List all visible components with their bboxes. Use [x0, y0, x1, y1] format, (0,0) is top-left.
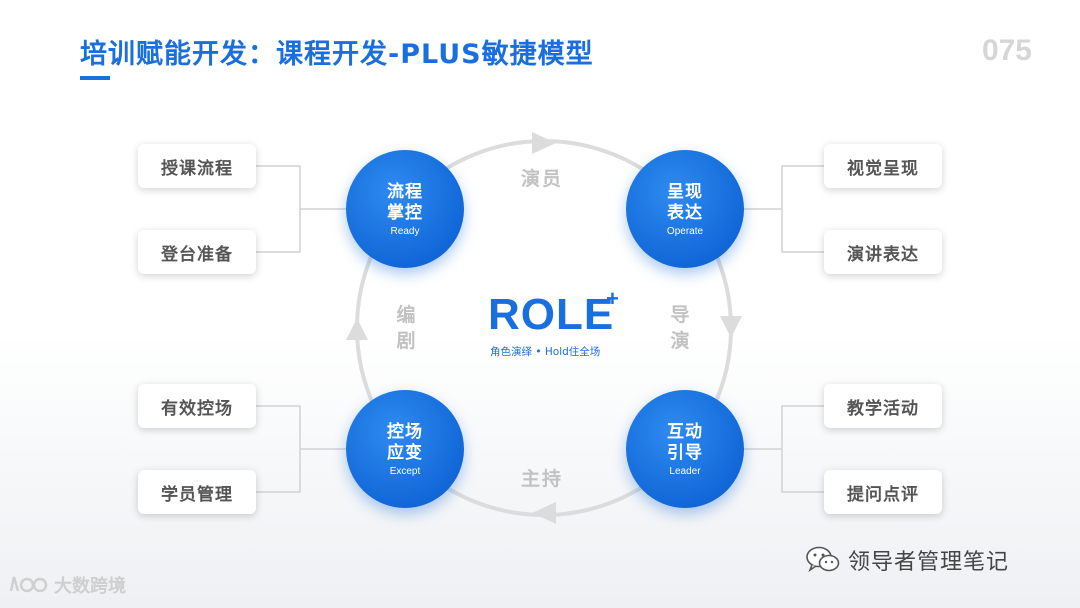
box-top-left-2: 登台准备 [138, 230, 256, 274]
watermark-brand: 大数跨境 [8, 572, 126, 598]
circle-label: 应变 [387, 442, 423, 463]
wechat-icon [806, 546, 840, 573]
circle-field-control: 控场 应变 Except [346, 390, 464, 508]
bracket-top-left [256, 165, 350, 253]
box-top-right-1: 视觉呈现 [824, 144, 942, 188]
ring-arrow-bottom [532, 502, 556, 524]
bracket-bottom-left [256, 405, 350, 493]
circle-label: 表达 [667, 202, 703, 223]
circle-label: 互动 [667, 421, 703, 442]
center-logo-plus: + [606, 286, 619, 311]
circle-en-label: Leader [669, 465, 701, 477]
watermark-wechat: 领导者管理笔记 [806, 544, 1009, 576]
circle-label: 控场 [387, 421, 423, 442]
brand-logo-icon [9, 576, 48, 593]
center-subtitle: 角色演绎 • Hold住全场 [490, 346, 601, 358]
ring-arrow-right [720, 316, 742, 338]
ring-label-top: 演员 [521, 168, 564, 190]
box-top-left-1: 授课流程 [138, 144, 256, 188]
ring-label-left: 编剧 [396, 304, 418, 352]
bracket-top-right [742, 165, 824, 253]
ring-label-right: 导演 [670, 304, 692, 352]
circle-process-control: 流程 掌控 Ready [346, 150, 464, 268]
circle-interaction: 互动 引导 Leader [626, 390, 744, 508]
slide-title: 培训赋能开发：课程开发-PLUS敏捷模型 [80, 39, 594, 70]
circle-label: 掌控 [387, 202, 423, 223]
bracket-bottom-right [742, 405, 824, 493]
box-bottom-right-1: 教学活动 [824, 384, 942, 428]
ring-arrow-top [532, 132, 556, 154]
box-bottom-left-1: 有效控场 [138, 384, 256, 428]
center-logo: ROLE [488, 290, 615, 339]
ring-label-bottom: 主持 [521, 468, 564, 490]
circle-en-label: Except [389, 465, 421, 477]
circle-label: 引导 [667, 442, 703, 463]
circle-label: 流程 [387, 181, 423, 202]
box-bottom-left-2: 学员管理 [138, 470, 256, 514]
circle-en-label: Operate [666, 225, 704, 237]
box-top-right-2: 演讲表达 [824, 230, 942, 274]
watermark-left-text: 大数跨境 [54, 576, 126, 597]
circle-en-label: Ready [390, 225, 420, 237]
box-bottom-right-2: 提问点评 [824, 470, 942, 514]
page-number: 075 [981, 34, 1032, 67]
watermark-right-text: 领导者管理笔记 [848, 550, 1010, 575]
circle-label: 呈现 [667, 181, 703, 202]
ring-arrow-left [346, 318, 368, 340]
circle-presentation: 呈现 表达 Operate [626, 150, 744, 268]
title-underline [80, 76, 110, 80]
